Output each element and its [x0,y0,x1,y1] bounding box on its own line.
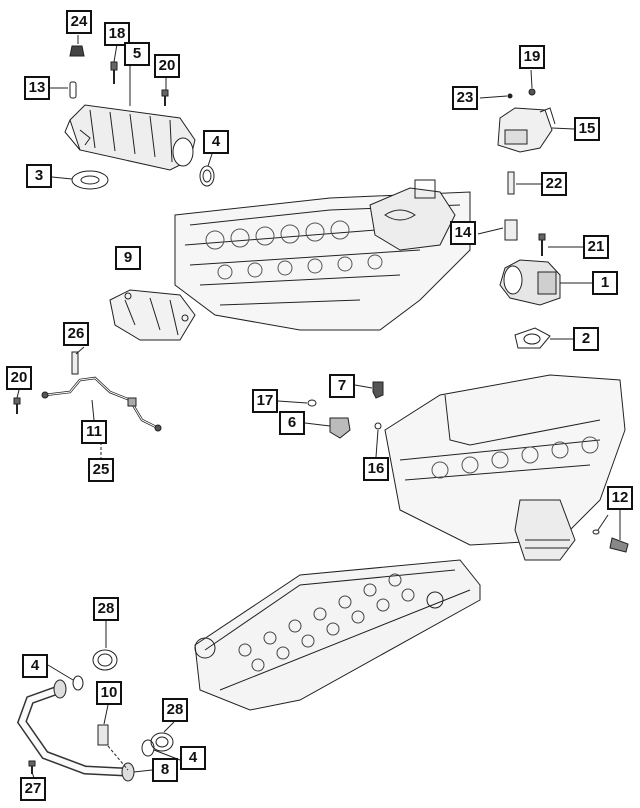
callout-26: 26 [63,322,89,346]
callout-4: 4 [203,130,229,154]
callout-28: 28 [93,597,119,621]
egr-valve-drawing [497,88,561,349]
callout-22: 22 [541,172,567,196]
callout-4-left: 4 [22,654,48,678]
callout-4-lower: 4 [180,746,206,770]
callout-20-left: 20 [6,366,32,390]
callout-1: 1 [592,271,618,295]
callout-13: 13 [24,76,50,100]
cooler-small-parts [69,45,215,190]
callout-7: 7 [329,374,355,398]
callout-23: 23 [452,86,478,110]
callout-14: 14 [450,221,476,245]
callout-24: 24 [66,10,92,34]
upper-engine-drawing [174,179,471,331]
bracket-drawing [109,289,196,341]
sensor-12-drawing [592,529,629,553]
callout-20: 20 [154,54,180,78]
callout-10: 10 [96,681,122,705]
callout-8: 8 [152,758,178,782]
callout-19: 19 [519,45,545,69]
callout-21: 21 [583,235,609,259]
callout-12: 12 [607,486,633,510]
callout-28-lower: 28 [162,698,188,722]
callout-6: 6 [279,411,305,435]
callout-25: 25 [88,458,114,482]
sensor-parts-drawing [307,381,384,439]
callout-16: 16 [363,457,389,481]
tube-assembly-drawing [13,351,162,432]
cylinder-head-drawing [194,559,481,711]
egr-cooler-drawing [64,104,196,171]
egr-tube-drawing [16,649,174,782]
callout-2: 2 [573,327,599,351]
callout-17: 17 [252,389,278,413]
callout-3: 3 [26,164,52,188]
callout-9: 9 [115,246,141,270]
callout-15: 15 [574,117,600,141]
callout-11: 11 [81,420,107,444]
callout-5: 5 [124,42,150,66]
lower-right-engine-drawing [384,374,626,561]
callout-27: 27 [20,777,46,801]
